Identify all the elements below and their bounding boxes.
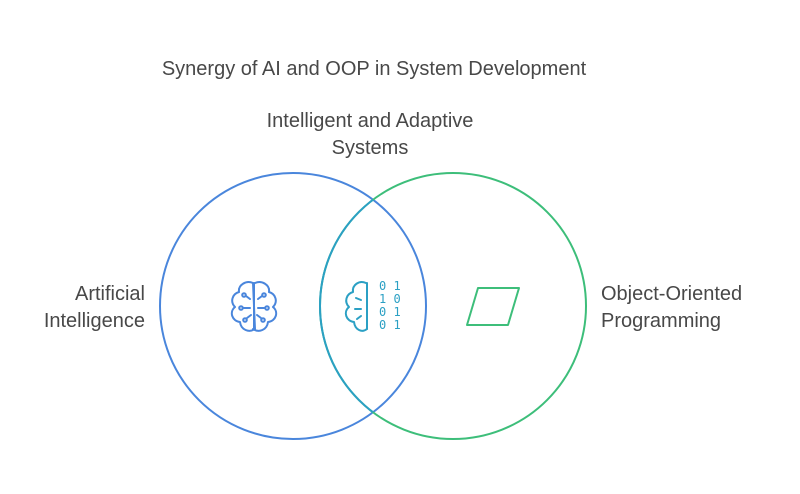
intersection-label-line1: Intelligent and Adaptive [266,110,474,132]
ai-circle [159,172,427,440]
oop-label: Object-Oriented Programming [601,281,800,335]
half-brain-outline [344,281,368,332]
binary-row: 1 0 [379,292,401,306]
parallelogram-icon [466,287,520,326]
intersection-label: Intelligent and Adaptive Systems [215,108,525,162]
brain-circuit-icon [230,281,278,332]
overlap-outline [319,173,426,439]
binary-row: 0 1 [379,318,401,332]
ai-label: Artificial Intelligence [0,281,145,335]
oop-label-line1: Object-Oriented [601,283,743,305]
brain-binary-icon: 0 1 1 0 0 1 0 1 [344,279,401,332]
ai-label-line1: Artificial [74,283,145,305]
oop-circle [319,172,587,440]
diagram-title: Synergy of AI and OOP in System Developm… [161,58,587,80]
oop-label-line2: Programming [601,310,722,332]
binary-row: 0 1 [379,305,401,319]
intersection-label-line2: Systems [331,137,409,159]
binary-row: 0 1 [379,279,401,293]
ai-label-line2: Intelligence [43,310,145,332]
